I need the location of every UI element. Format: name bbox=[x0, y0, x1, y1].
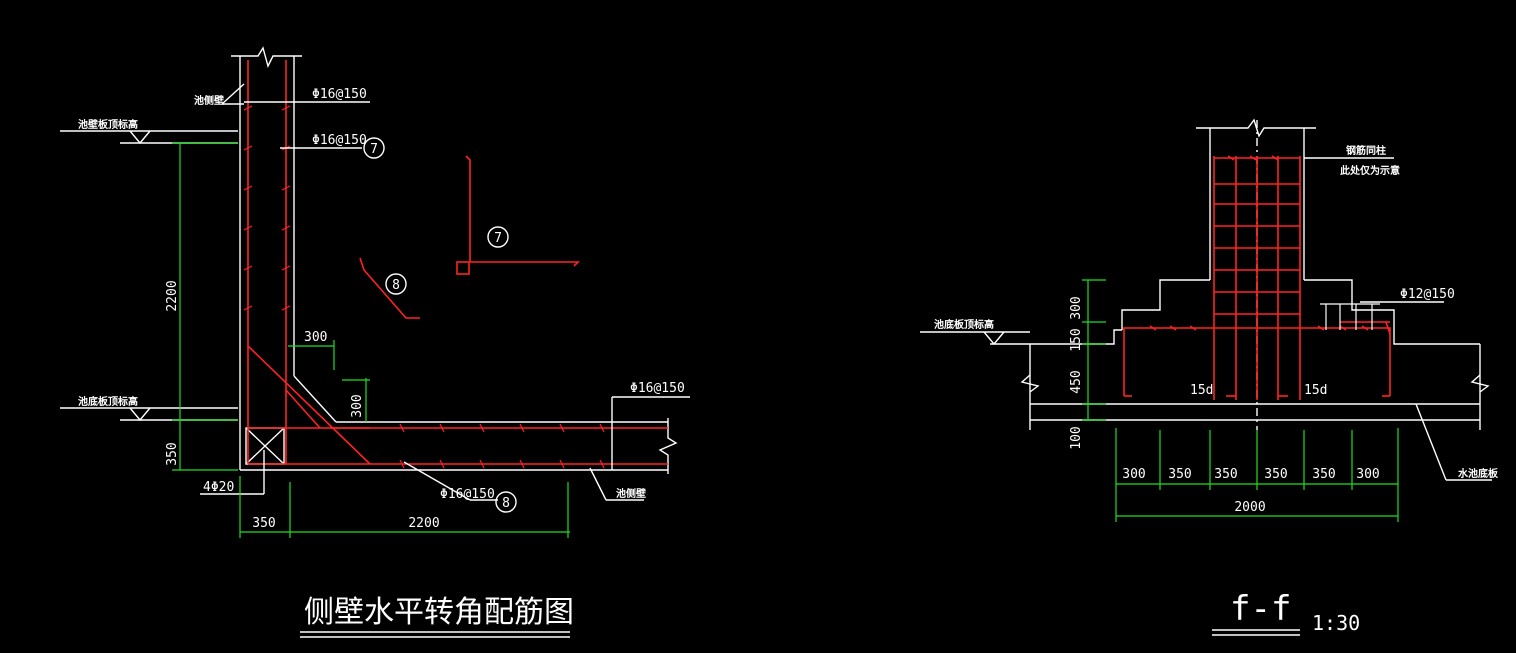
dimension-lines bbox=[172, 142, 570, 538]
circle-mark-8b: 8 bbox=[495, 491, 517, 513]
mark-7a-label: 7 bbox=[370, 142, 378, 157]
leader-lines bbox=[200, 83, 690, 501]
left-view-title: 侧壁水平转角配筋图 bbox=[304, 595, 574, 630]
dim-v4: 100 bbox=[1069, 426, 1084, 449]
left-view: 7 7 8 8 池侧壁 池壁板顶标高 池底板顶标高 Φ16@150 Φ16@15… bbox=[60, 46, 690, 638]
dim-v3: 450 bbox=[1069, 370, 1084, 393]
corner-bars-label: 4Φ20 bbox=[203, 480, 234, 495]
circle-mark-7a: 7 bbox=[363, 137, 385, 159]
rebar-label-b: Φ16@150 bbox=[312, 133, 367, 148]
dim-h3: 350 bbox=[1214, 467, 1237, 482]
mark-8b-label: 8 bbox=[502, 496, 510, 511]
anchor-right-label: 15d bbox=[1304, 383, 1327, 398]
mark-7b-label: 7 bbox=[494, 231, 502, 246]
dim-bottom-height: 350 bbox=[165, 442, 180, 465]
wall-top-label: 池侧壁 bbox=[194, 94, 224, 107]
bar-shape-7 bbox=[456, 155, 580, 275]
level-marker-bottom bbox=[60, 407, 238, 422]
circle-mark-8a: 8 bbox=[385, 273, 407, 295]
column-note-1: 钢筋同柱 bbox=[1346, 144, 1386, 157]
slab-level-marker bbox=[920, 331, 1030, 346]
dim-width-right: 2200 bbox=[408, 516, 439, 531]
dim-h4: 350 bbox=[1264, 467, 1287, 482]
right-view: 钢筋同柱 此处仅为示意 池底板顶标高 Φ12@150 15d 15d 水池底板 … bbox=[920, 118, 1499, 636]
bar-shape-8 bbox=[359, 257, 420, 319]
column-note-2: 此处仅为示意 bbox=[1340, 164, 1400, 177]
right-view-scale: 1:30 bbox=[1312, 611, 1360, 635]
dim-width-left: 350 bbox=[252, 516, 275, 531]
column-rebar-cage bbox=[1213, 156, 1301, 400]
rebar-label-d: Φ16@150 bbox=[440, 487, 495, 502]
right-leader-lines bbox=[1304, 157, 1492, 481]
footing-rebars bbox=[1123, 155, 1391, 397]
wall-outline bbox=[231, 46, 678, 474]
slab-level-label: 池底板顶标高 bbox=[934, 318, 994, 331]
top-slab-level-label: 池壁板顶标高 bbox=[78, 118, 138, 131]
mark-8a-label: 8 bbox=[392, 278, 400, 293]
right-view-title: f-f bbox=[1230, 589, 1291, 629]
dim-h2: 350 bbox=[1168, 467, 1191, 482]
bottom-plate-label: 水池底板 bbox=[1457, 467, 1499, 480]
dim-v2: 150 bbox=[1069, 328, 1084, 351]
bottom-slab-level-label: 池底板顶标高 bbox=[78, 395, 138, 408]
wall-rebars bbox=[243, 60, 668, 469]
rebar-label-c: Φ16@150 bbox=[630, 381, 685, 396]
dim-haunch-x: 300 bbox=[304, 330, 327, 345]
circle-mark-7b: 7 bbox=[487, 226, 509, 248]
dim-wall-height: 2200 bbox=[165, 280, 180, 311]
rebar-label-a: Φ16@150 bbox=[312, 87, 367, 102]
wall-right-label: 池侧壁 bbox=[616, 487, 646, 500]
right-dimension-lines bbox=[1082, 279, 1399, 522]
dim-h1: 300 bbox=[1122, 467, 1145, 482]
footing-outline bbox=[1020, 118, 1490, 430]
dim-h6: 300 bbox=[1356, 467, 1379, 482]
right-rebar-label: Φ12@150 bbox=[1400, 287, 1455, 302]
dim-total: 2000 bbox=[1234, 500, 1265, 515]
dim-haunch-y: 300 bbox=[350, 394, 365, 417]
dim-v1: 300 bbox=[1069, 296, 1084, 319]
dim-h5: 350 bbox=[1312, 467, 1335, 482]
level-marker-top bbox=[60, 130, 238, 145]
anchor-left-label: 15d bbox=[1190, 383, 1213, 398]
